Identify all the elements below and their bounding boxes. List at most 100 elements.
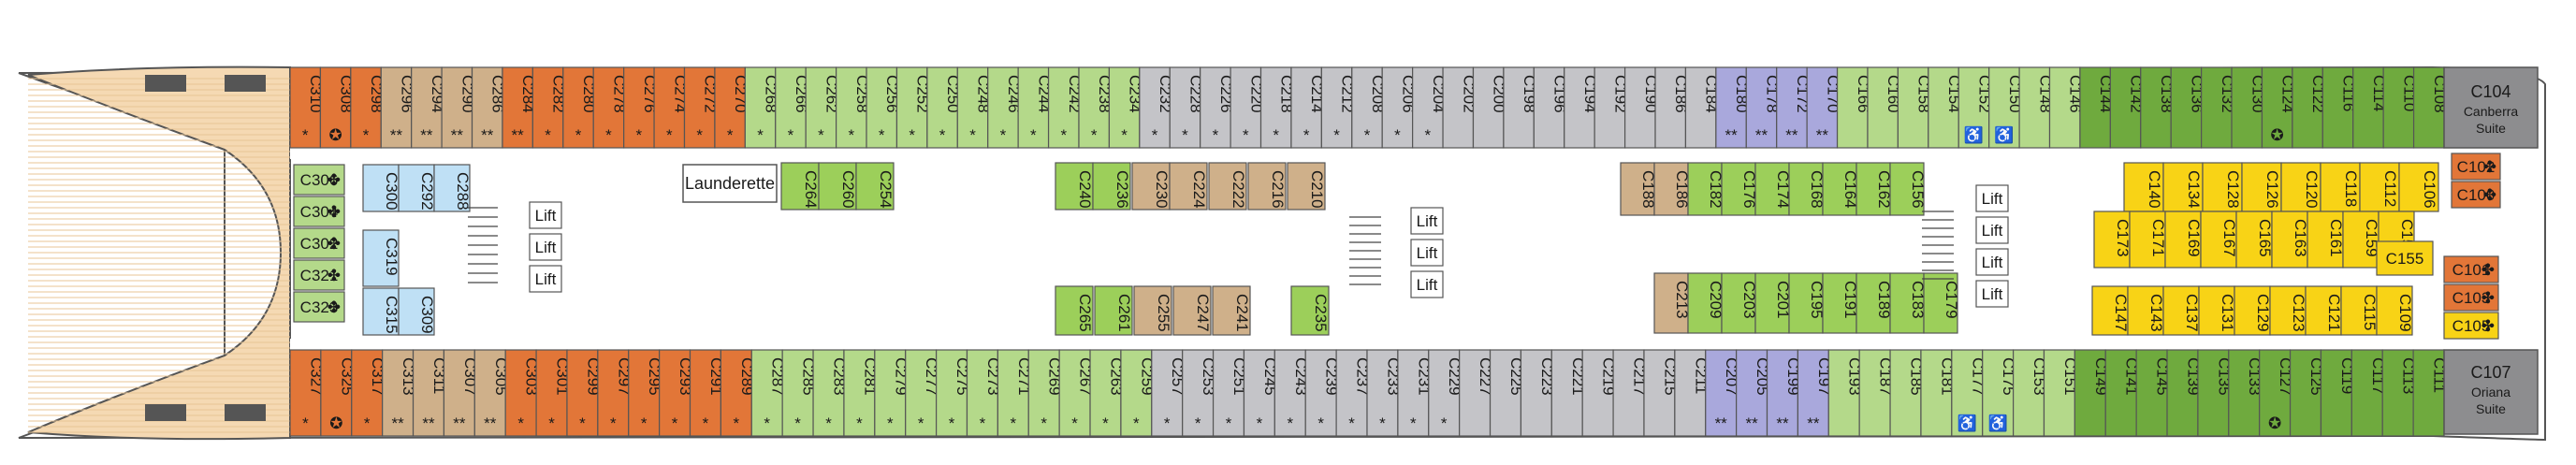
cabin-c138[interactable]: C138 [2140, 66, 2176, 149]
cabin-c308[interactable]: C308✪ [319, 66, 356, 149]
cabin-c143[interactable]: C143 [2127, 285, 2165, 336]
cabin-c182[interactable]: C182 [1687, 162, 1725, 216]
cabin-c301[interactable]: C301* [535, 349, 572, 437]
cabin-c278[interactable]: C278* [592, 66, 628, 149]
cabin-c325[interactable]: C325✪ [320, 349, 356, 437]
cabin-c158[interactable]: C158 [1897, 66, 1933, 149]
cabin-c295[interactable]: C295* [628, 349, 663, 437]
cabin-c129[interactable]: C129 [2234, 285, 2272, 336]
cabin-c229[interactable]: C229* [1428, 349, 1463, 437]
cabin-c315[interactable]: C315 [362, 287, 400, 336]
cabin-c124[interactable]: C124✪ [2261, 66, 2297, 149]
cabin-c241[interactable]: C241 [1212, 285, 1251, 336]
cabin-c112[interactable]: C112 [2359, 162, 2400, 212]
cabin-c254[interactable]: C254 [855, 162, 895, 211]
lift[interactable]: Lift [1975, 248, 2009, 276]
cabin-c243[interactable]: C243* [1273, 349, 1310, 437]
cabin-c108[interactable]: C108 [2412, 66, 2449, 149]
cabin-c212[interactable]: C212* [1320, 66, 1357, 149]
cabin-c264[interactable]: C264 [780, 162, 820, 211]
cabin-c275[interactable]: C275* [935, 349, 971, 437]
cabin-c135[interactable]: C135 [2197, 349, 2233, 437]
cabin-c119[interactable]: C119 [2320, 349, 2356, 437]
lift[interactable]: Lift [1975, 216, 2009, 244]
cabin-c118[interactable]: C118 [2320, 162, 2361, 212]
cabin-c305[interactable]: C305** [473, 349, 510, 437]
cabin-c169[interactable]: C169 [2164, 211, 2203, 269]
cabin-c141[interactable]: C141 [2104, 349, 2141, 437]
cabin-c251[interactable]: C251* [1212, 349, 1248, 437]
cabin-c236[interactable]: C236 [1092, 162, 1131, 211]
cabin-c186[interactable]: C186 [1653, 162, 1691, 216]
cabin-c189[interactable]: C189 [1856, 272, 1893, 334]
cabin-c140[interactable]: C140 [2123, 162, 2164, 212]
cabin-c179[interactable]: C179 [1923, 272, 1960, 334]
cabin-c159[interactable]: C159 [2342, 211, 2380, 269]
cabin-c276[interactable]: C276* [623, 66, 659, 149]
cabin-c204[interactable]: C204* [1412, 66, 1448, 149]
cabin-c188[interactable]: C188 [1620, 162, 1657, 216]
cabin-c279[interactable]: C279* [874, 349, 910, 437]
cabin-c166[interactable]: C166 [1836, 66, 1872, 149]
cabin-c257[interactable]: C257* [1151, 349, 1186, 437]
lift[interactable]: Lift [529, 265, 562, 293]
cabin-c223[interactable]: C223 [1520, 349, 1556, 437]
cabin-c277[interactable]: C277* [905, 349, 940, 437]
cabin-c163[interactable]: C163 [2271, 211, 2309, 269]
cabin-c116[interactable]: C116 [2321, 66, 2358, 149]
cabin-c239[interactable]: C239* [1304, 349, 1341, 437]
cabin-c297[interactable]: C297* [597, 349, 633, 437]
cabin-c203[interactable]: C203 [1721, 272, 1758, 334]
cabin-c262[interactable]: C262* [805, 66, 840, 149]
cabin-c234[interactable]: C234* [1108, 66, 1144, 149]
cabin-c321[interactable]: C321✤ [293, 259, 345, 291]
lift[interactable]: Lift [1410, 270, 1444, 298]
cabin-c256[interactable]: C256* [866, 66, 901, 149]
cabin-c268[interactable]: C268* [744, 66, 780, 149]
lift[interactable]: Lift [1975, 280, 2009, 308]
cabin-c148[interactable]: C148 [2018, 66, 2054, 149]
cabin-c260[interactable]: C260 [818, 162, 857, 211]
cabin-c289[interactable]: C289* [720, 349, 756, 437]
cabin-c219[interactable]: C219 [1581, 349, 1618, 437]
cabin-c245[interactable]: C245* [1243, 349, 1279, 437]
cabin-c100[interactable]: C100✤ [2451, 181, 2501, 209]
lift[interactable]: Lift [1410, 239, 1444, 267]
cabin-c155[interactable]: C155 [2376, 240, 2434, 276]
cabin-c214[interactable]: C214* [1290, 66, 1326, 149]
cabin-c238[interactable]: C238* [1078, 66, 1113, 149]
cabin-c192[interactable]: C192 [1594, 66, 1629, 149]
cabin-c302[interactable]: C302✤ [293, 227, 345, 259]
cabin-c153[interactable]: C153 [2013, 349, 2048, 437]
cabin-c197[interactable]: C197** [1797, 349, 1833, 437]
cabin-c198[interactable]: C198 [1503, 66, 1538, 149]
cabin-c201[interactable]: C201 [1754, 272, 1792, 334]
cabin-c196[interactable]: C196 [1533, 66, 1569, 149]
cabin-c185[interactable]: C185 [1889, 349, 1926, 437]
cabin-c253[interactable]: C253* [1182, 349, 1217, 437]
cabin-c309[interactable]: C309 [398, 287, 436, 336]
suite-oriana[interactable]: C107 Oriana Suite [2443, 349, 2539, 435]
cabin-c224[interactable]: C224 [1169, 162, 1208, 211]
cabin-c146[interactable]: C146 [2048, 66, 2085, 149]
cabin-c154[interactable]: C154 [1928, 66, 1963, 149]
cabin-c113[interactable]: C113 [2381, 349, 2418, 437]
cabin-c101[interactable]: C101✤ [2443, 255, 2499, 283]
cabin-c304[interactable]: C304✤ [293, 196, 345, 227]
cabin-c255[interactable]: C255 [1133, 285, 1172, 336]
cabin-c217[interactable]: C217 [1612, 349, 1649, 437]
cabin-c298[interactable]: C298* [350, 66, 386, 149]
cabin-c194[interactable]: C194 [1564, 66, 1599, 149]
cabin-c168[interactable]: C168 [1788, 162, 1826, 216]
cabin-c218[interactable]: C218* [1259, 66, 1296, 149]
cabin-c130[interactable]: C130 [2231, 66, 2266, 149]
cabin-c208[interactable]: C208* [1351, 66, 1387, 149]
cabin-c137[interactable]: C137 [2162, 285, 2201, 336]
cabin-c174[interactable]: C174 [1754, 162, 1792, 216]
cabin-c207[interactable]: C207** [1705, 349, 1740, 437]
cabin-c286[interactable]: C286** [471, 66, 507, 149]
cabin-c220[interactable]: C220* [1230, 66, 1265, 149]
cabin-c319[interactable]: C319 [362, 229, 400, 287]
cabin-c210[interactable]: C210 [1287, 162, 1326, 211]
cabin-c106[interactable]: C106 [2398, 162, 2439, 212]
